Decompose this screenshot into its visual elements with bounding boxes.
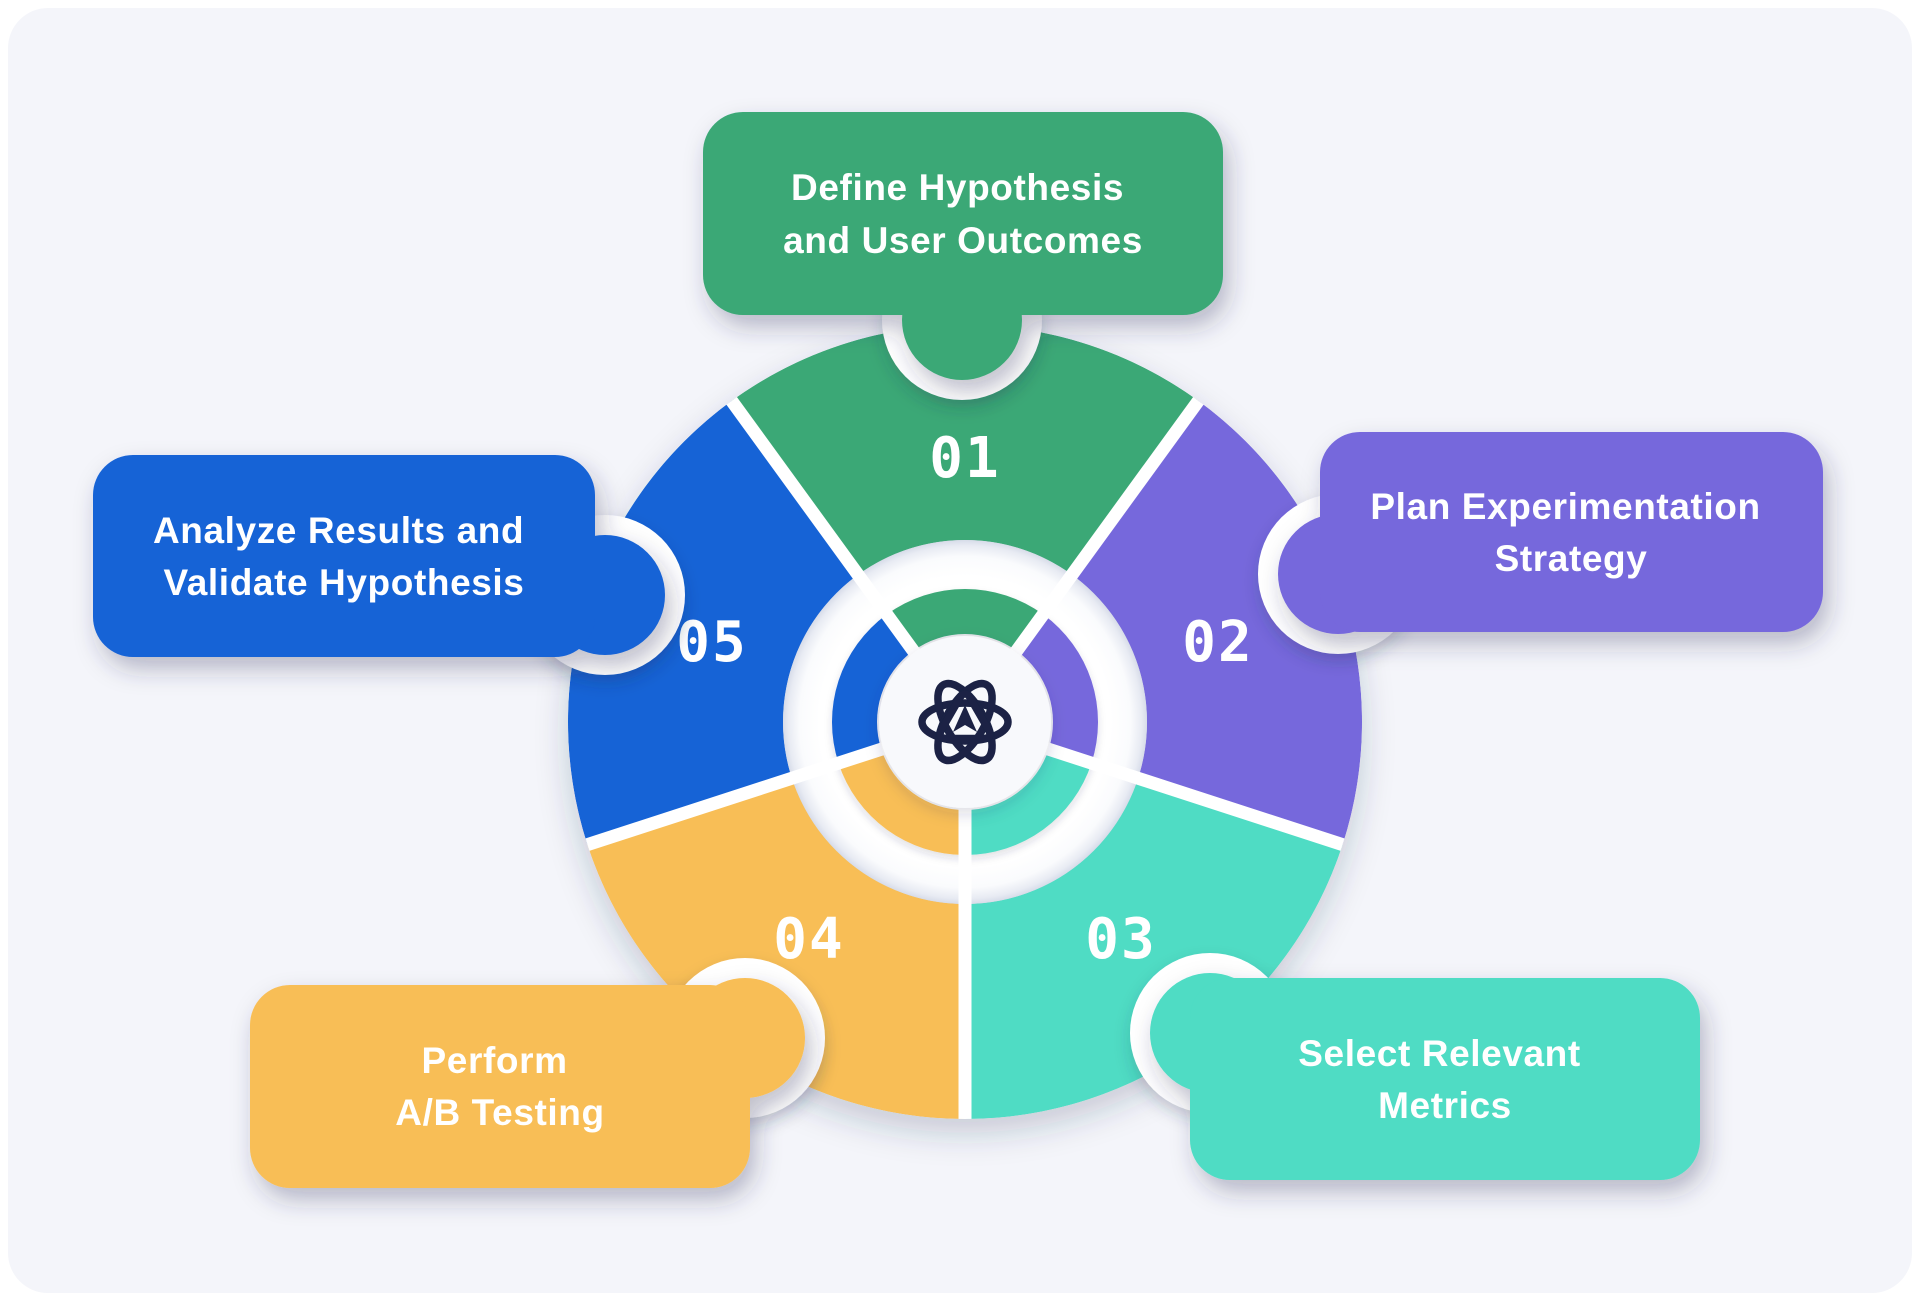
callout-step-01: Define Hypothesis and User Outcomes: [703, 112, 1223, 380]
ring-segment-05: [568, 400, 858, 845]
step-number-04: 04: [773, 907, 844, 972]
callout-box-02: [1320, 432, 1823, 632]
atom-rounded-triangle: [936, 690, 994, 743]
inner-segment-02: [1016, 614, 1099, 764]
step-number-01: 01: [929, 426, 1000, 491]
callout-box-03: [1190, 978, 1700, 1180]
callout-step-05: Analyze Results and Validate Hypothesis: [93, 455, 665, 657]
step-numbers: 01 02 03 04 05: [676, 426, 1253, 972]
callout-label-03: Select Relevant Metrics: [1298, 1033, 1591, 1126]
ring-segment-03: [965, 778, 1343, 1119]
up-arrow-icon: [953, 705, 977, 732]
step-number-05: 05: [676, 610, 747, 675]
process-wheel: 01 02 03 04 05: [568, 325, 1362, 1119]
inner-segment-01: [886, 588, 1044, 651]
inner-segment-03: [965, 749, 1092, 855]
callout-box-01: [703, 112, 1223, 315]
step-number-02: 02: [1182, 610, 1253, 675]
callout-label-05: Analyze Results and Validate Hypothesis: [153, 510, 535, 603]
ring-segment-04: [587, 778, 965, 1119]
callout-step-03: Select Relevant Metrics: [1150, 973, 1700, 1180]
step-number-03: 03: [1085, 907, 1156, 972]
callout-box-04: [250, 985, 750, 1188]
inner-segment-04: [838, 749, 965, 855]
inner-segment-ring: [831, 588, 1099, 855]
callout-step-04: Perform A/B Testing: [250, 978, 805, 1188]
callout-label-04: Perform A/B Testing: [395, 1040, 604, 1133]
callout-label-01: Define Hypothesis and User Outcomes: [783, 167, 1143, 261]
ring-segment-01: [731, 325, 1199, 575]
callout-box-05: [93, 455, 595, 657]
inner-segment-05: [831, 614, 914, 764]
atom-with-arrow-icon: [918, 679, 1012, 765]
callout-step-02: Plan Experimentation Strategy: [1278, 432, 1823, 634]
callout-label-02: Plan Experimentation Strategy: [1370, 486, 1771, 579]
